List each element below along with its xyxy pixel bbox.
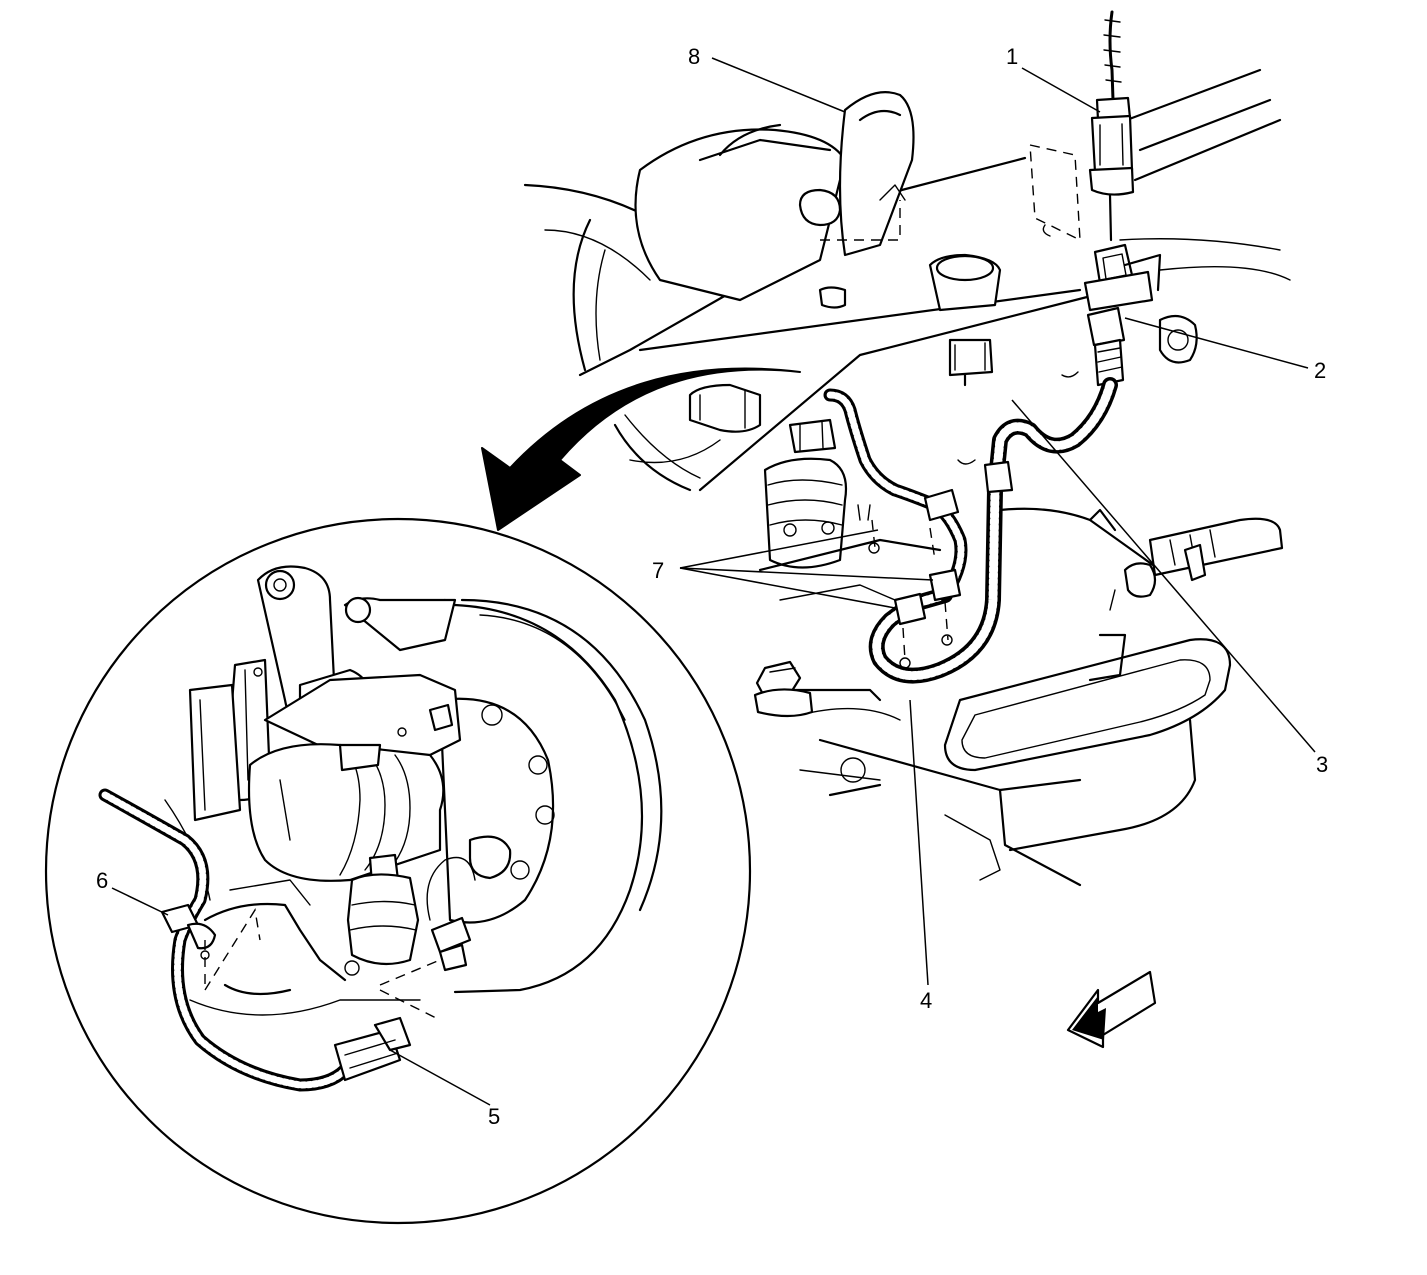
harness-connector-2 (1083, 243, 1162, 387)
suspension-mount (928, 253, 1198, 387)
sensor-connector-1 (1029, 10, 1135, 242)
lower-pan (943, 633, 1232, 887)
callout-4: 4 (920, 988, 932, 1013)
callout-7: 7 (652, 558, 664, 583)
callout-5: 5 (488, 1104, 500, 1129)
front-direction-arrow-icon (1066, 970, 1157, 1049)
curved-arrow-icon (481, 367, 801, 531)
brake-caliper-upper (629, 91, 915, 464)
knuckle-bolt (763, 418, 848, 569)
wheel-speed-harness-main (823, 377, 1118, 684)
detail-circle (44, 517, 752, 1225)
callout-labels: 1 2 3 4 5 6 7 8 (96, 44, 1328, 1129)
callout-3: 3 (1316, 752, 1328, 777)
callout-2: 2 (1314, 358, 1326, 383)
steering-knuckle (188, 565, 462, 822)
callout-8: 8 (688, 44, 700, 69)
callout-leaders (111, 57, 1316, 1106)
frame-nut (753, 660, 814, 718)
ball-joint (344, 853, 420, 976)
steering-rack (1088, 508, 1284, 611)
wheel-speed-sensor (379, 856, 476, 986)
axle-shaft (247, 743, 445, 882)
callout-1: 1 (1006, 44, 1018, 69)
callout-6: 6 (96, 868, 108, 893)
sensor-harness-detail (98, 788, 412, 1092)
vehicle-chassis-view (481, 10, 1291, 1049)
